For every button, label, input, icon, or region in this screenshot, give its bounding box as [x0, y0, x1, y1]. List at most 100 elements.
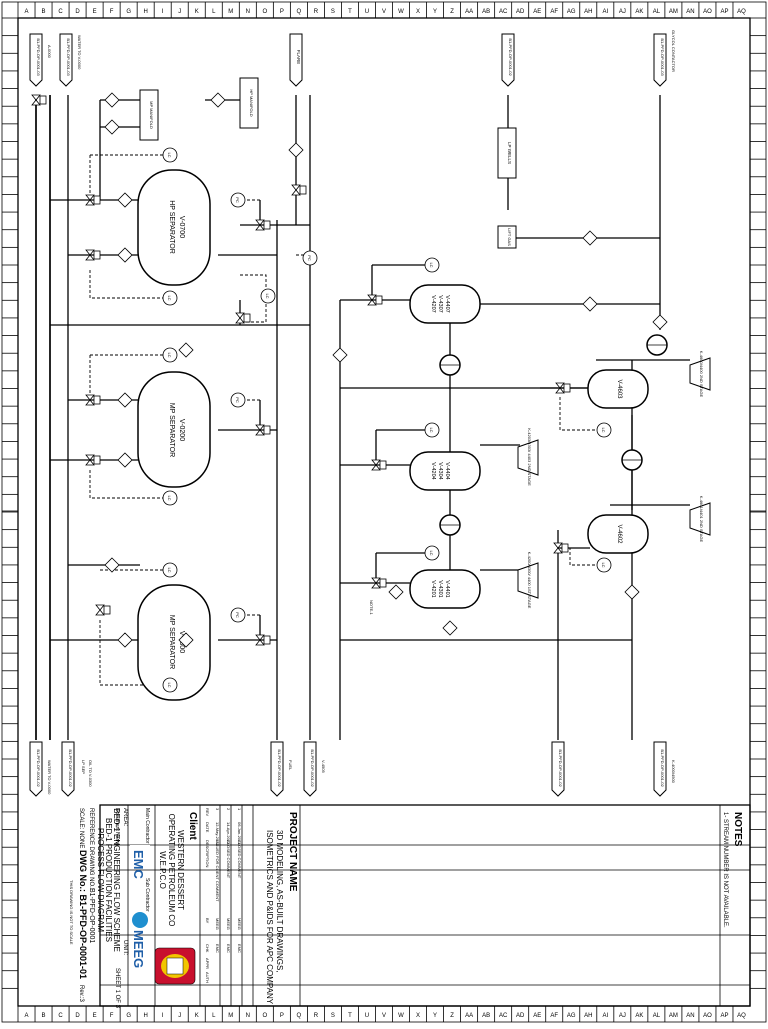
sheet-number: SHEET 1 OF 3 — [114, 968, 120, 1009]
control-valve — [255, 219, 271, 231]
border-column-label: N — [246, 1013, 250, 1019]
border-column-label: U — [365, 9, 369, 15]
stream-diamond — [388, 584, 404, 600]
revision-cell: EMC — [215, 944, 220, 953]
instrument-bubble: PC — [230, 392, 246, 408]
border-column-label: AA — [465, 9, 473, 15]
border-column-label: AF — [550, 1013, 558, 1019]
border-column-label: V — [382, 1013, 386, 1019]
revision-header: BY — [205, 918, 210, 924]
hp-separator: HP SEPARATOR V-0700 — [137, 169, 211, 286]
svg-text:A-0000: A-0000 — [47, 45, 52, 59]
border-column-label: AP — [720, 9, 728, 15]
border-column-label: N — [246, 9, 250, 15]
control-valve — [367, 294, 383, 306]
control-valve — [235, 312, 251, 324]
control-valve — [85, 194, 101, 206]
border-column-label: AB — [482, 1013, 490, 1019]
border-column-label: AO — [703, 1013, 712, 1019]
border-column-label: U — [365, 1013, 369, 1019]
scale: SCALE: NONE — [78, 808, 84, 848]
stream-diamond — [104, 119, 120, 135]
svg-text:LC: LC — [167, 352, 172, 357]
revision-header: CHK — [205, 944, 210, 953]
instrument-bubble: LC — [162, 347, 178, 363]
border-column-label: H — [144, 9, 148, 15]
border-column-label: I — [162, 1013, 164, 1019]
svg-text:K-4200/4300/ 4400 1ST STAGE: K-4200/4300/ 4400 1ST STAGE — [527, 552, 532, 609]
lp-wells-box — [497, 127, 517, 179]
border-column-label: A — [25, 1013, 29, 1019]
scrubber-v4204: V-4204 V-4304 V-4404 — [409, 451, 481, 491]
border-column-label: AO — [703, 9, 712, 15]
project-line1: 3D MODELING, AS-BUILT DRAWINGS, — [275, 830, 284, 973]
doc-line2: BED-1 PRODUCTION FACILITIES — [104, 818, 113, 942]
stream-diamond — [582, 296, 598, 312]
border-column-label: AE — [533, 9, 541, 15]
v4602-t1: V-4602 — [616, 524, 622, 544]
offpage-connectors-bottom: B1-PFD-OP-0001-02 B1-PFD-OP-0001-02 B1-P… — [29, 600, 676, 797]
border-column-label: H — [144, 1013, 148, 1019]
border-column-label: S — [331, 9, 335, 15]
border-column-label: X — [416, 1013, 420, 1019]
border-column-label: AE — [533, 1013, 541, 1019]
client-line1: WESTERN DESSERT — [176, 830, 185, 910]
revision-cell: 2 — [226, 808, 231, 811]
border-column-label: AF — [550, 9, 558, 15]
border-column-label: J — [178, 9, 181, 15]
border-column-label: AI — [602, 1013, 608, 1019]
revision-cell: ISSUED FOR CLIENT COMMENT — [215, 840, 220, 902]
border-row-marks-left — [2, 17, 18, 989]
svg-text:FLARE: FLARE — [296, 50, 301, 65]
svg-text:B1-PFD-OP-0001-02: B1-PFD-OP-0001-02 — [68, 749, 73, 787]
svg-text:EMC: EMC — [131, 850, 146, 880]
border-column-label: AJ — [619, 9, 626, 15]
border-column-label: C — [58, 9, 63, 15]
compressor-k4206: K-4600/4400 2ND STAGE — [689, 351, 711, 398]
border-column-label: W — [398, 1013, 404, 1019]
border-column-label: I — [162, 9, 164, 15]
drawing-number: DWG No.: B1-PFD-OP-0001-01 — [78, 850, 88, 979]
revision-cell: 3 — [215, 808, 220, 811]
doc-line1: BED-1 ENGINEERING FLOW SCHEME — [112, 808, 121, 952]
revision-header: APPR — [205, 958, 210, 969]
border-column-label: AM — [669, 1013, 678, 1019]
svg-text:B1-PFD-OP-0001-02: B1-PFD-OP-0001-02 — [36, 749, 41, 787]
scrubber-v4201: V-4201 V-4301 V-4401 — [409, 569, 481, 609]
v4204-t1: V-4204 — [430, 462, 436, 479]
border-row-marks-right — [750, 17, 766, 989]
revision-cell: CLOSED COMMENT — [237, 840, 242, 879]
instrument-bubble: LC — [162, 677, 178, 693]
instrument-bubble: LC — [162, 147, 178, 163]
border-column-label: AA — [465, 1013, 473, 1019]
stream-diamond — [624, 584, 640, 600]
mp2-name: MP SEPARATOR — [168, 615, 175, 669]
svg-text:LC: LC — [429, 427, 434, 432]
svg-text:WATER TO V-0000: WATER TO V-0000 — [47, 760, 52, 795]
svg-text:V-4505: V-4505 — [321, 760, 326, 773]
doc-name-label: Document Name: — [114, 808, 120, 847]
process-lines — [35, 95, 690, 740]
mp1-tag: V-0200 — [178, 419, 185, 441]
notes-line1: 1- STREAM NUMBER IS NOT AVAILABLE. — [722, 812, 728, 928]
meeg-logo: MEEG — [131, 912, 148, 968]
border-column-label: G — [126, 9, 131, 15]
v4207-t1: V-4207 — [430, 295, 436, 312]
svg-text:K-4000/4500: K-4000/4500 — [671, 760, 676, 784]
compressor-k4601: K-4601/4401 2ND STAGE — [689, 496, 711, 543]
main-contractor-label: Main Contractor — [144, 808, 150, 844]
border-column-label: AD — [516, 1013, 525, 1019]
border-column-label: E — [93, 1013, 97, 1019]
instrument-bubble: LC — [424, 545, 440, 561]
instrument-bubble: LC — [596, 422, 612, 438]
border-column-label: C — [58, 1013, 63, 1019]
svg-text:B1-PFD-OP-0001-02: B1-PFD-OP-0001-02 — [310, 749, 315, 787]
border-column-label: AG — [567, 9, 576, 15]
svg-text:LC: LC — [167, 495, 172, 500]
control-valve — [255, 424, 271, 436]
control-valve — [555, 382, 571, 394]
revision-cell: EMC — [226, 944, 231, 953]
